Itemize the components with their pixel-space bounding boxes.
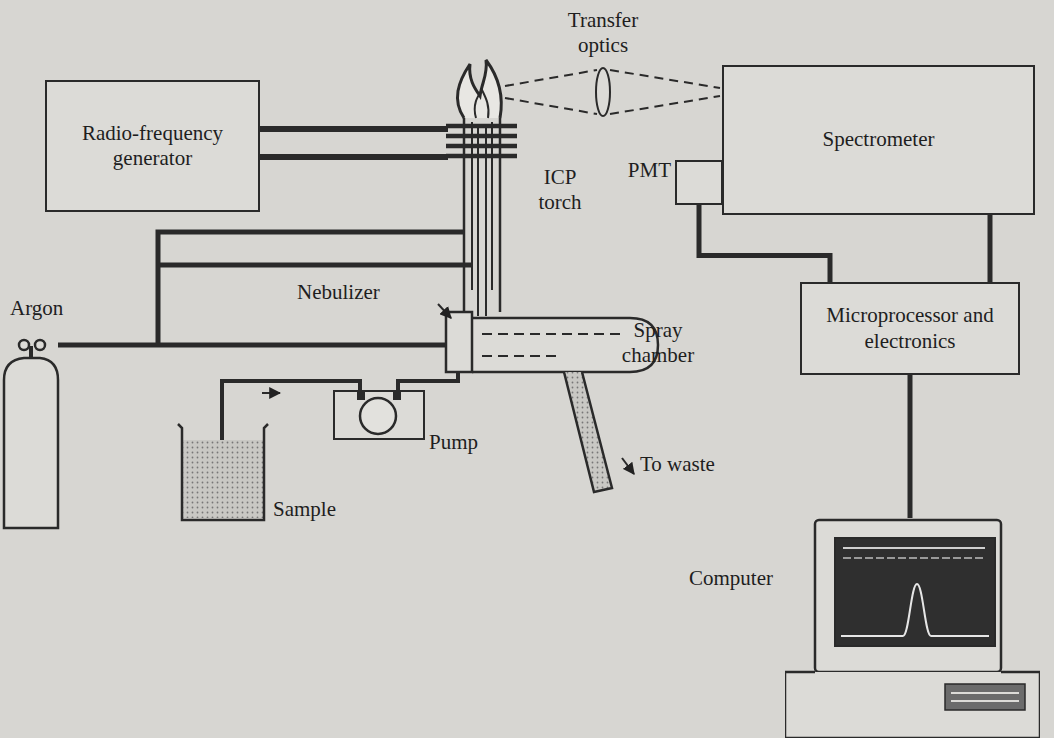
generator-box: Radio-frequency generator (45, 80, 260, 212)
optical-path (505, 70, 720, 114)
spray-chamber-inner (482, 355, 560, 357)
part-label: Argon (10, 296, 63, 321)
nebulizer (446, 312, 472, 372)
plasma-flame (457, 60, 501, 118)
argon-line (58, 343, 446, 348)
sample-liquid (182, 440, 263, 518)
cylinder-valve (35, 340, 45, 350)
pump-rotor (335, 392, 423, 438)
lens (596, 68, 610, 116)
drain-tube (564, 372, 612, 492)
part-label: Spray chamber (610, 318, 706, 368)
pump-box: Pump (333, 390, 425, 440)
part-label: Transfer optics (553, 8, 653, 58)
node-label: Pump (429, 430, 478, 455)
node-label: Spectrometer (823, 127, 935, 152)
argon-cylinder (4, 358, 58, 528)
part-label: Nebulizer (297, 280, 380, 305)
rf-cable (260, 154, 448, 160)
nebulizer-pointer (438, 304, 451, 318)
argon-line (158, 263, 472, 268)
sample-beaker (178, 424, 268, 520)
part-label: ICP torch (522, 165, 598, 215)
part-label: Sample (273, 497, 336, 522)
computer: Computer (785, 518, 1040, 738)
cylinder-valve (29, 346, 33, 358)
signal-cable (988, 215, 993, 282)
spectrometer-box: Spectrometer (722, 65, 1035, 215)
signal-cable (699, 205, 830, 282)
spray-chamber-inner (482, 333, 625, 335)
waste-arrow (622, 458, 634, 474)
node-label: Radio-frequency generator (59, 121, 246, 171)
argon-line (158, 232, 464, 345)
plasma-core (475, 90, 489, 118)
load-coil (446, 126, 517, 156)
pmt-box: PMT (675, 160, 723, 205)
node-label: Computer (689, 566, 773, 591)
computer-illustration (785, 518, 1040, 738)
cylinder-valve (19, 340, 29, 350)
node-label: PMT (628, 158, 671, 183)
rf-cable (260, 126, 448, 132)
flow-arrow (262, 392, 280, 394)
electronics-box: Microprocessor and electronics (800, 282, 1020, 375)
signal-cable (908, 375, 913, 518)
node-label: Microprocessor and electronics (814, 303, 1006, 353)
part-label: To waste (640, 452, 715, 477)
